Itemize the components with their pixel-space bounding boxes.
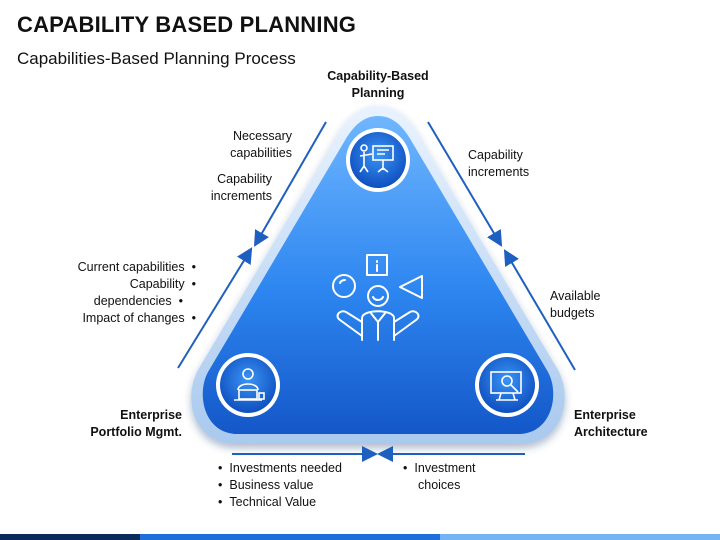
left-node — [216, 353, 280, 417]
left-side-bullets: Current capabilities Capability dependen… — [40, 259, 196, 327]
list-item: Technical Value — [218, 494, 378, 511]
capability-increments-left-line1: Capability — [217, 172, 272, 186]
available-budgets-label: Available budgets — [550, 288, 650, 322]
right-node-label-line1: Enterprise — [574, 408, 636, 422]
left-node-label-line1: Enterprise — [120, 408, 182, 422]
list-item: dependencies — [40, 293, 183, 310]
arrow-left — [177, 247, 253, 369]
bar-segment-navy — [0, 534, 140, 540]
right-node-label-line2: Architecture — [574, 425, 648, 439]
capability-increments-right-line1: Capability — [468, 148, 523, 162]
necessary-capabilities-line1: Necessary — [232, 129, 292, 143]
list-item: •Investment — [403, 461, 476, 475]
top-node — [346, 128, 410, 192]
left-node-label-line2: Portfolio Mgmt. — [90, 425, 182, 439]
bottom-left-bullets: Investments needed Business value Techni… — [218, 460, 378, 511]
laptop-user-icon — [234, 368, 265, 401]
right-node — [475, 353, 539, 417]
bottom-color-bar — [0, 534, 720, 540]
person-ideas-icon — [332, 254, 423, 341]
available-budgets-line2: budgets — [550, 306, 595, 320]
left-node-label: Enterprise Portfolio Mgmt. — [60, 407, 182, 441]
investment-choices-label: •Investment choices — [403, 460, 513, 494]
page-title: CAPABILITY BASED PLANNING — [17, 12, 357, 37]
necessary-capabilities-line2: capabilities — [230, 146, 292, 160]
list-item: Impact of changes — [40, 310, 196, 327]
list-item: Investments needed — [218, 460, 378, 477]
list-item: Current capabilities — [40, 259, 196, 276]
arrow-top-left — [254, 121, 327, 247]
page-subtitle: Capabilities-Based Planning Process — [17, 49, 296, 68]
bar-segment-blue — [140, 534, 440, 540]
capability-increments-left-line2: increments — [210, 189, 272, 203]
list-item: Capability — [40, 276, 196, 293]
arrow-top-right — [427, 121, 503, 247]
top-node-label: Capability-Based Planning — [310, 68, 446, 102]
arrow-right — [503, 249, 576, 371]
top-node-label-line1: Capability-Based — [327, 69, 429, 83]
presentation-icon — [359, 144, 394, 173]
right-node-label: Enterprise Architecture — [574, 407, 694, 441]
top-node-label-line2: Planning — [351, 86, 405, 100]
list-item: choices — [418, 478, 461, 492]
necessary-capabilities-label: Necessary capabilities — [180, 128, 292, 162]
available-budgets-line1: Available — [550, 289, 601, 303]
capability-increments-right-line2: increments — [468, 165, 530, 179]
bar-segment-light — [440, 534, 720, 540]
capability-increments-left-label: Capability increments — [160, 171, 272, 205]
monitor-search-icon — [490, 371, 522, 401]
list-item: Business value — [218, 477, 378, 494]
capability-increments-right-label: Capability increments — [468, 147, 578, 181]
